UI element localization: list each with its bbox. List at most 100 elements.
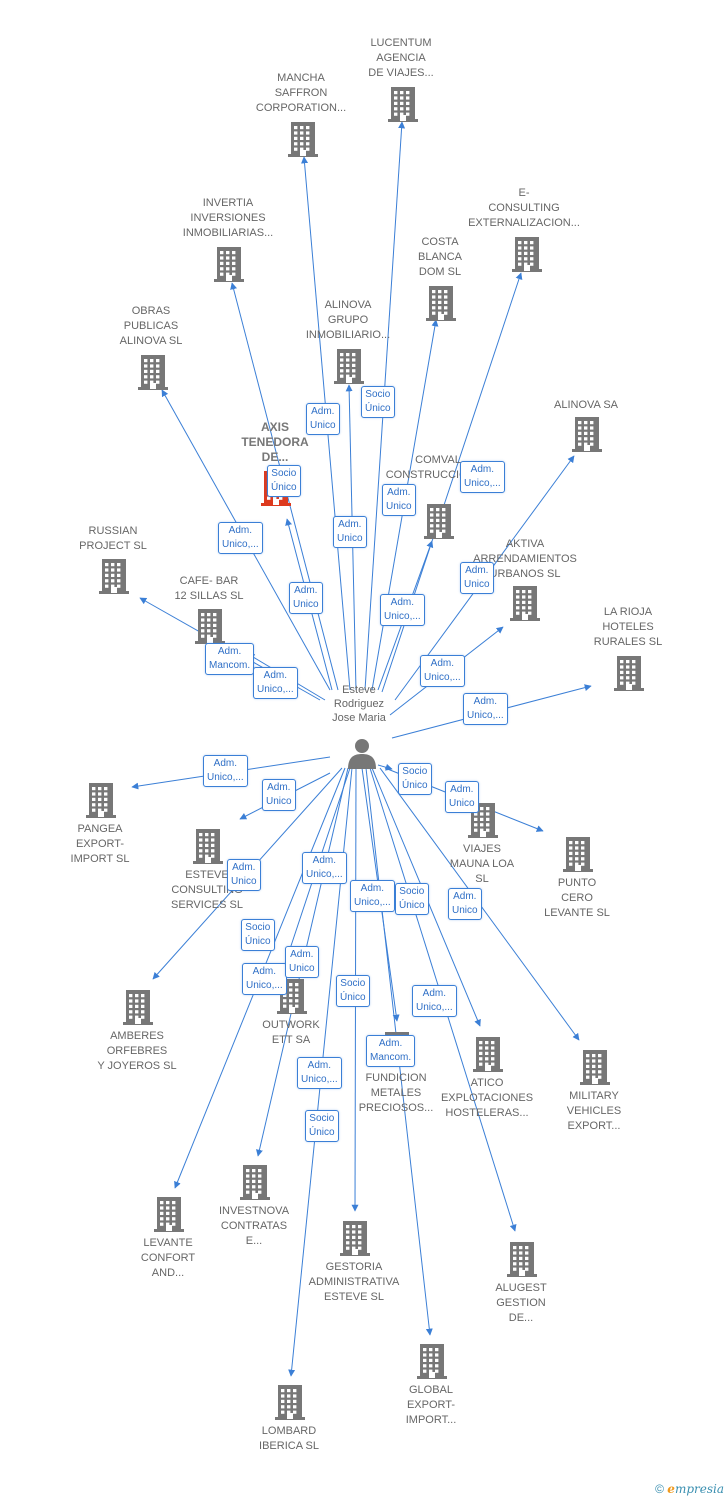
relation-text: Unico,... xyxy=(301,1074,338,1085)
building-icon[interactable] xyxy=(612,655,646,691)
relation-text: Unico,... xyxy=(257,684,294,695)
building-icon[interactable] xyxy=(508,585,542,621)
building-icon[interactable] xyxy=(238,1164,272,1200)
building-icon[interactable] xyxy=(415,1343,449,1379)
building-icon[interactable] xyxy=(578,1049,612,1085)
building-icon[interactable] xyxy=(273,1384,307,1420)
relation-badge-r10[interactable]: Adm.Unico xyxy=(460,562,494,594)
relation-badge-r19[interactable]: Adm.Unico xyxy=(227,859,261,891)
building-icon[interactable] xyxy=(570,416,604,452)
building-icon[interactable] xyxy=(121,989,155,1025)
building-icon[interactable] xyxy=(191,828,225,864)
building-icon[interactable] xyxy=(466,802,500,838)
relation-badge-r16[interactable]: Adm.Unico xyxy=(262,779,296,811)
building-icon[interactable] xyxy=(286,121,320,157)
relation-text: Unico xyxy=(293,599,319,610)
relation-badge-r15[interactable]: Adm.Unico,... xyxy=(203,755,248,787)
relation-badge-r12[interactable]: Adm.Unico,... xyxy=(253,667,298,699)
relation-badge-r7[interactable]: Adm.Unico xyxy=(382,484,416,516)
building-icon[interactable] xyxy=(386,86,420,122)
relation-badge-r9[interactable]: Adm.Unico,... xyxy=(380,594,425,626)
relation-badge-r4[interactable]: Adm.Unico,... xyxy=(218,522,263,554)
relation-badge-r18[interactable]: Adm.Unico xyxy=(445,781,479,813)
relation-badge-r1[interactable]: Adm.Unico xyxy=(306,403,340,435)
building-icon[interactable] xyxy=(212,246,246,282)
relation-badge-r25[interactable]: Adm.Unico xyxy=(285,946,319,978)
company-label-line: COMVAL xyxy=(415,454,461,466)
relation-badge-r22[interactable]: Adm.Unico,... xyxy=(302,852,347,884)
company-label-alinovasa[interactable]: ALINOVA SA xyxy=(521,398,651,413)
footer-brand[interactable]: © empresia xyxy=(655,1482,724,1496)
building-icon[interactable] xyxy=(422,503,456,539)
relation-badge-r13[interactable]: Adm.Unico,... xyxy=(420,655,465,687)
building-icon[interactable] xyxy=(510,236,544,272)
relation-badge-r21[interactable]: Adm.Unico,... xyxy=(242,963,287,995)
building-icon[interactable] xyxy=(561,836,595,872)
building-icon[interactable] xyxy=(471,1036,505,1072)
brand-logo-e: e xyxy=(667,1482,675,1496)
company-label-line: PUNTO xyxy=(557,877,597,889)
building-icon[interactable] xyxy=(193,608,227,644)
relation-badge-r11[interactable]: Adm.Mancom. xyxy=(205,643,255,675)
building-icon[interactable] xyxy=(136,354,170,390)
building-icon[interactable] xyxy=(505,1241,539,1277)
relation-badge-r27[interactable]: Adm.Unico xyxy=(448,888,482,920)
relation-badge-r29[interactable]: Adm.Mancom. xyxy=(366,1035,416,1067)
relation-badge-r14[interactable]: Adm.Unico,... xyxy=(463,693,508,725)
relation-badge-r28[interactable]: Adm.Unico,... xyxy=(412,985,457,1017)
relation-text: Unico xyxy=(386,501,412,512)
relation-badge-r8[interactable]: Adm. Unico xyxy=(289,582,323,614)
building-icon[interactable] xyxy=(152,1196,186,1232)
center-person-label[interactable]: Esteve Rodriguez Jose Maria xyxy=(332,684,386,724)
relation-text: Unico,... xyxy=(246,980,283,991)
building-icon[interactable] xyxy=(424,285,458,321)
relation-text: Adm. xyxy=(294,585,318,596)
building-icon[interactable] xyxy=(97,558,131,594)
relation-badge-r5[interactable]: Adm.Unico xyxy=(333,516,367,548)
relation-badge-r6[interactable]: Adm.Unico,... xyxy=(460,461,505,493)
building-icon[interactable] xyxy=(332,348,366,384)
relation-text: Unico xyxy=(289,963,315,974)
relation-text: Adm. xyxy=(470,464,495,475)
relation-badge-r30[interactable]: Adm.Unico,... xyxy=(297,1057,342,1089)
building-icon[interactable] xyxy=(84,782,118,818)
building-icon[interactable] xyxy=(338,1220,372,1256)
person-icon[interactable] xyxy=(346,737,378,769)
copyright-icon: © xyxy=(655,1482,664,1496)
relation-badge-r23[interactable]: Adm.Unico,... xyxy=(350,880,395,912)
